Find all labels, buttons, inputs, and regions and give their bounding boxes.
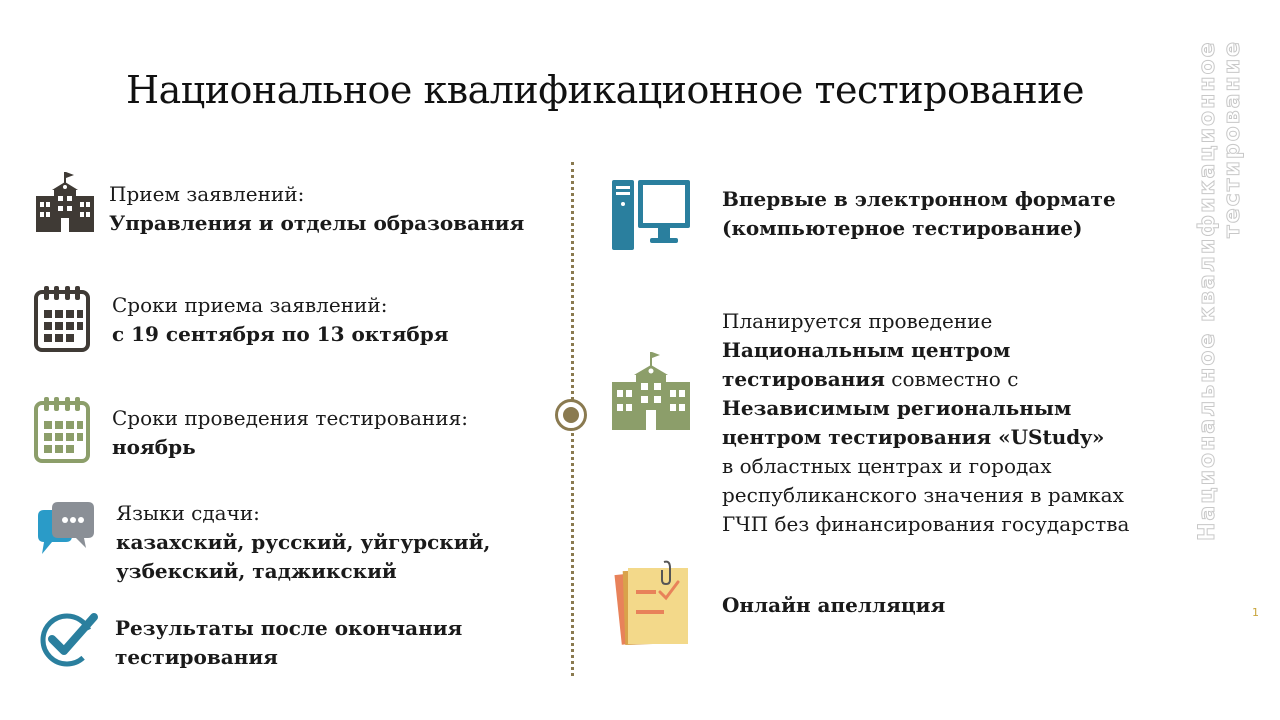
electronic-format-line-1: Впервые в электронном формате [722,187,1116,211]
checkmark-icon [38,609,100,673]
languages-value-line-1: казахский, русский, уйгурский, [116,530,491,554]
chat-bubbles-icon [36,502,96,564]
planned-line-1: Планируется проведение [722,309,993,333]
calendar-icon [34,395,90,467]
planned-line-8: ГЧП без финансирования государства [722,512,1130,536]
planned-line-5: центром тестирования «UStudy» [722,425,1105,449]
languages-value-line-2: узбекский, таджикский [116,559,397,583]
school-building-icon [610,352,692,436]
school-building-icon [34,172,96,238]
results-line-2: тестирования [115,645,278,669]
planned-line-7: республиканского значения в рамках [722,483,1124,507]
planned-line-3: тестирования совместно с [722,367,1019,391]
testing-period-value: ноябрь [112,435,196,459]
electronic-format-line-2: (компьютерное тестирование) [722,216,1083,240]
desktop-computer-icon [612,180,690,254]
testing-period-label: Сроки проведения тестирования: [112,406,468,430]
application-period-label: Сроки приема заявлений: [112,293,388,317]
vertical-text-line-2: тестирование [1220,40,1246,239]
online-appeal-text: Онлайн апелляция [722,593,946,617]
slide-title: Национальное квалификационное тестирован… [125,68,1085,112]
application-intake-value: Управления и отделы образования [109,211,525,235]
planned-line-2: Национальным центром [722,338,1011,362]
planned-line-4: Независимым региональным [722,396,1072,420]
application-intake-label: Прием заявлений: [109,182,305,206]
timeline-node [555,399,587,431]
languages-label: Языки сдачи: [116,501,260,525]
vertical-text-line-1: Национальное квалификационное [1195,40,1221,542]
checklist-document-icon [614,560,692,654]
calendar-icon [34,284,90,356]
planned-line-6: в областных центрах и городах [722,454,1052,478]
vertical-watermark-text: Национальное квалификационное тестирован… [1195,40,1265,560]
application-period-value: с 19 сентября по 13 октября [112,322,449,346]
page-number: 1 [1252,606,1259,619]
results-line-1: Результаты после окончания [115,616,463,640]
